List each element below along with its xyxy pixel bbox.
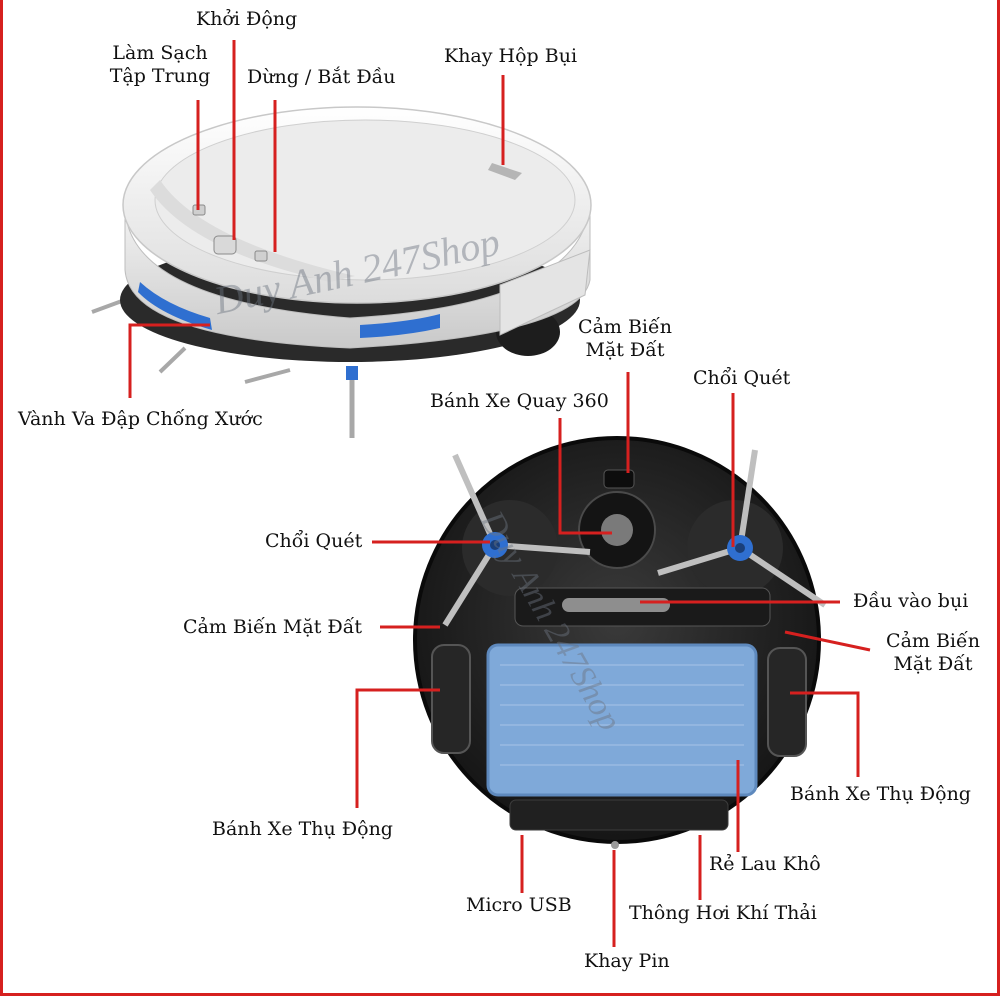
robot-top-view [91,106,592,438]
label-side-brush-left: Chổi Quét [265,530,363,552]
label-passive-wheel-left: Bánh Xe Thụ Động [212,818,393,840]
dust-inlet-slot [562,598,670,612]
bumper-light-left [138,282,212,330]
top-brush-hub [346,366,358,380]
label-wheel-360: Bánh Xe Quay 360 [430,390,609,412]
leader-lines [128,40,871,947]
top-brush-bristle [244,368,291,384]
mop-texture [500,664,744,766]
caster-wheel [601,514,633,546]
power-button-icon [213,235,237,255]
side-brush-left [442,453,591,627]
label-micro-usb: Micro USB [466,894,572,916]
battery-screw [611,841,619,849]
side-brush-right [657,449,827,608]
leader-ground-sensor-right [784,630,871,652]
leader-passive-wheel-right [790,691,860,777]
ground-sensor-top-window [603,469,635,489]
dry-mop-pad [486,643,758,797]
passive-wheel-left [431,644,471,754]
passive-wheel-right [767,647,807,757]
label-passive-wheel-right: Bánh Xe Thụ Động [790,783,971,805]
label-ground-sensor-left: Cảm Biến Mặt Đất [183,616,362,638]
top-brush-bristle [158,346,187,374]
label-bumper: Vành Va Đập Chống Xước [18,408,263,430]
label-ground-sensor-right: Cảm Biến Mặt Đất [886,630,980,675]
label-ground-sensor-top: Cảm Biến Mặt Đất [578,316,672,361]
label-battery-tray: Khay Pin [584,950,670,972]
label-concentrated-clean: Làm Sạch Tập Trung [109,42,211,87]
rear-panel [509,799,729,831]
robot-bottom-view [413,436,827,849]
dust-tray-slot [488,163,522,180]
robot-bumper-front [499,249,591,336]
robot-top-inner-lid [154,119,576,281]
bumper-light-front [360,314,440,338]
leader-wheel-360 [558,418,612,535]
label-dry-mop: Rẻ Lau Khô [709,853,821,875]
leader-passive-wheel-left [355,688,440,808]
robot-control-panel [150,180,355,282]
label-side-brush-right: Chổi Quét [693,367,791,389]
leader-bumper [128,323,210,398]
play-button-icon [254,250,268,262]
label-dust-inlet: Đầu vào bụi [853,590,969,612]
label-exhaust-vent: Thông Hơi Khí Thải [629,902,817,924]
label-dust-box-tray: Khay Hộp Bụi [444,45,578,67]
label-stop-start: Dừng / Bắt Đầu [247,66,396,88]
label-start-up: Khởi Động [196,8,298,30]
